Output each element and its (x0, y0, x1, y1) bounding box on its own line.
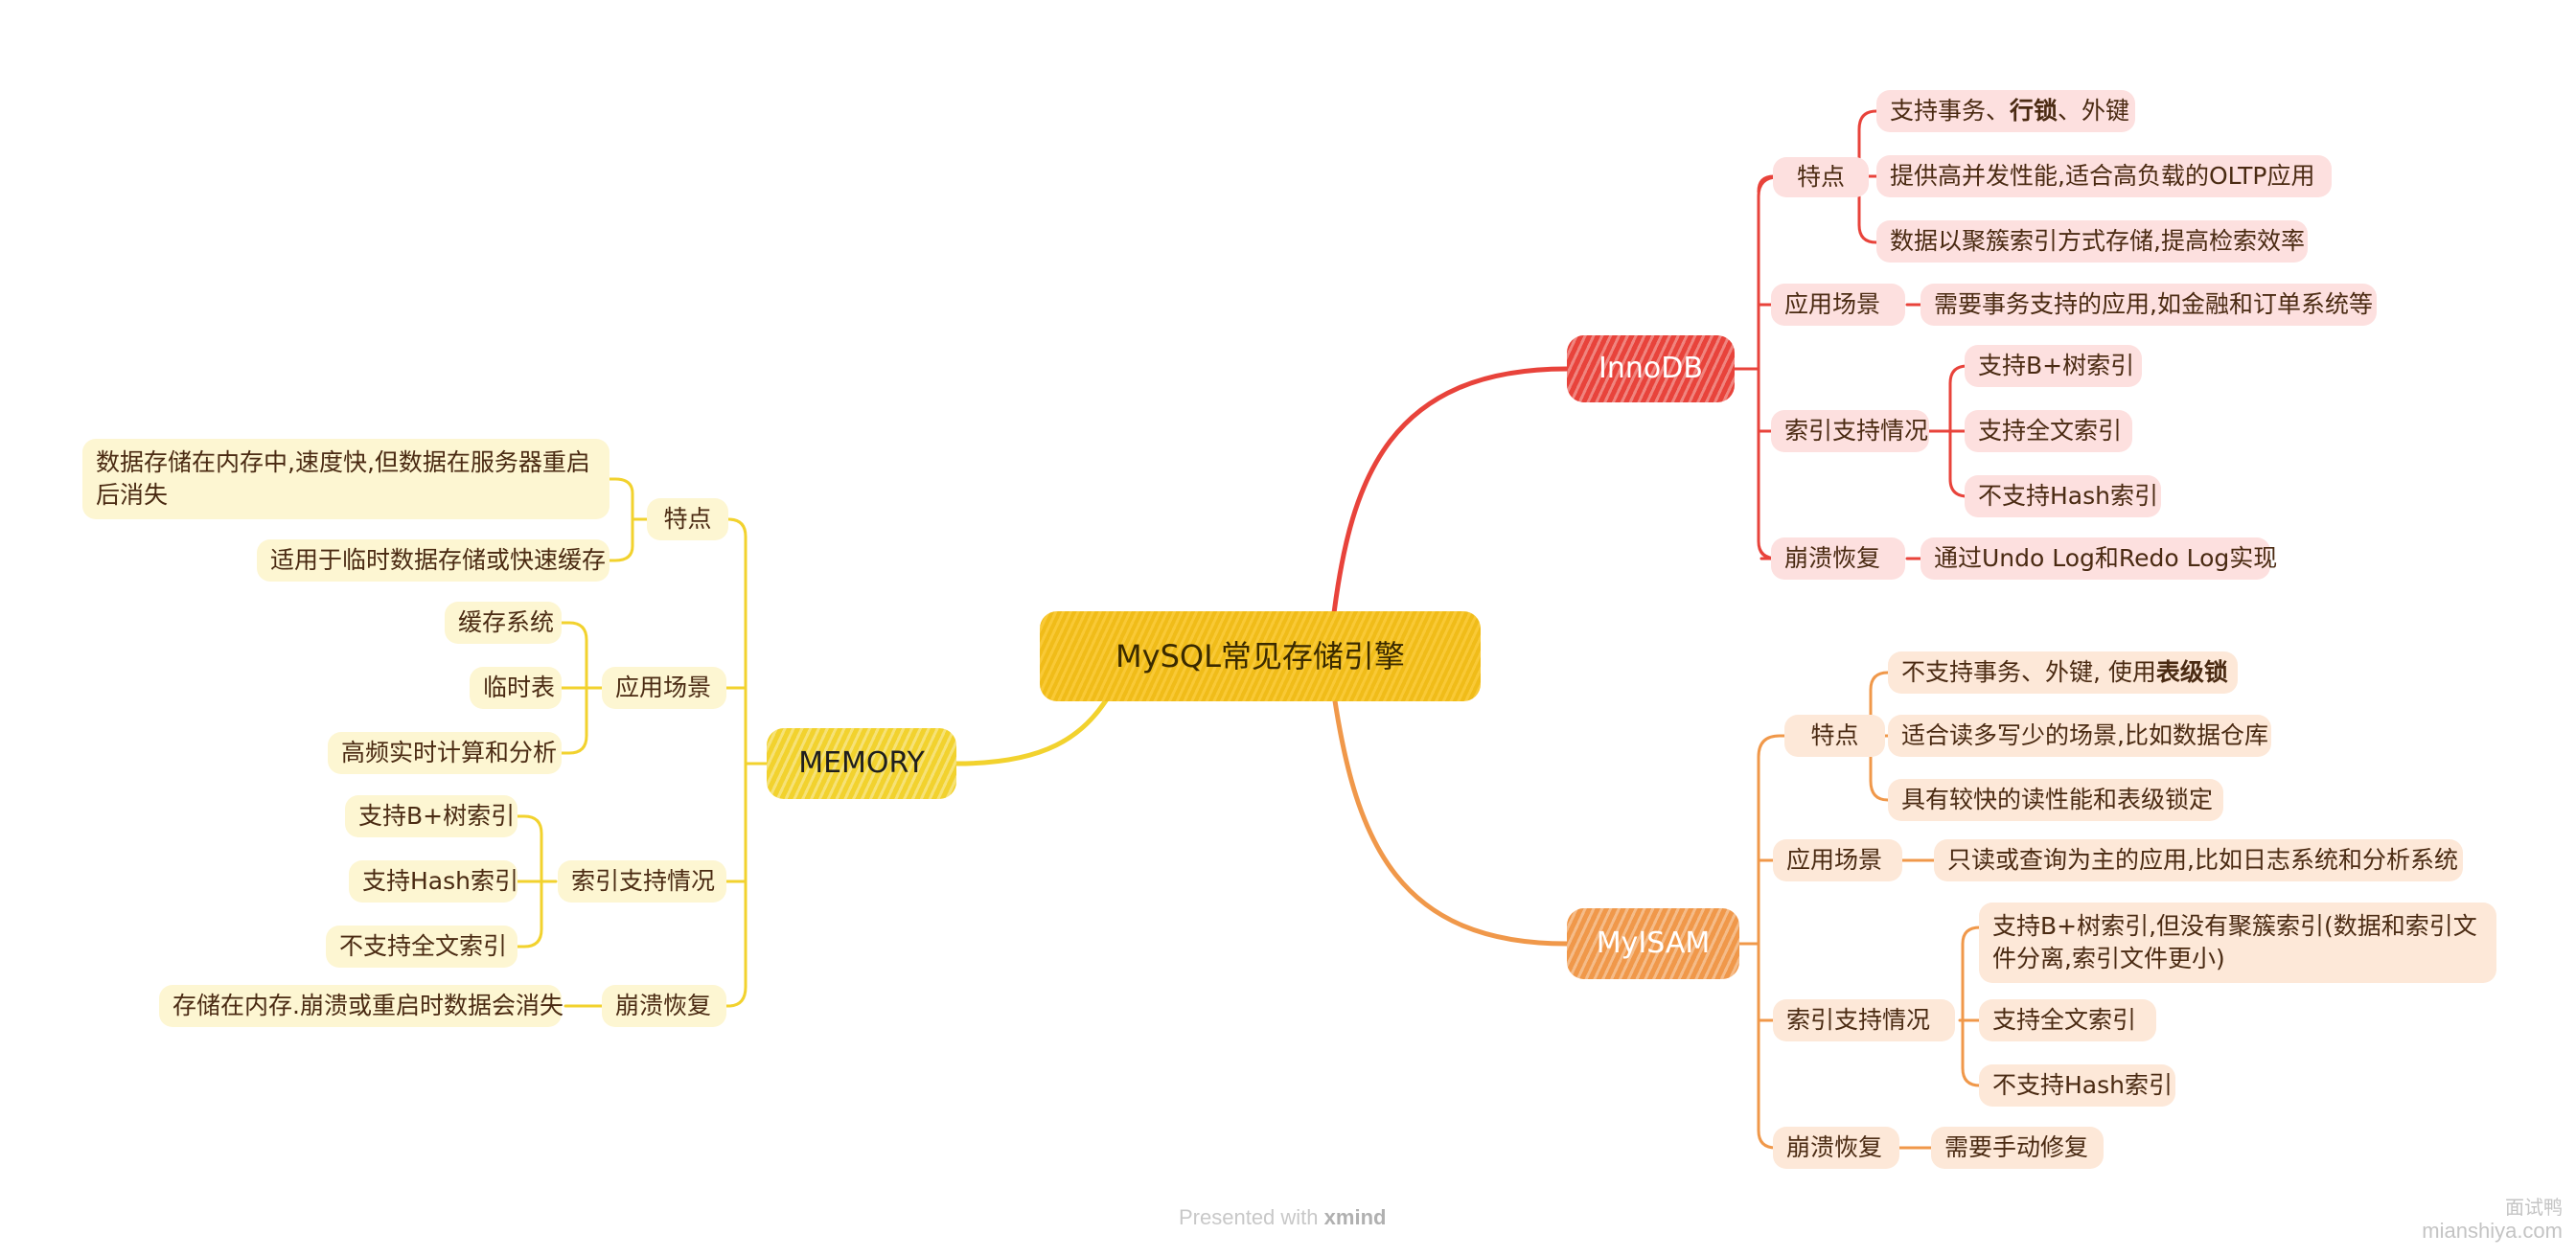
watermark-cn: 面试鸭 (2505, 1196, 2563, 1219)
myisam-feature-1[interactable]: 不支持事务、外键, 使用表级锁 (1888, 651, 2238, 694)
memory-node[interactable]: MEMORY (767, 728, 956, 799)
link-innodb-trunk (1733, 175, 1780, 560)
myisam-recovery-node[interactable]: 崩溃恢复 (1773, 1127, 1899, 1169)
myisam-index-1[interactable]: 支持B+树索引,但没有聚簇索引(数据和索引文件分离,索引文件更小) (1979, 903, 2496, 983)
innodb-index-2[interactable]: 支持全文索引 (1965, 410, 2132, 452)
myisam-recovery-1[interactable]: 需要手动修复 (1931, 1127, 2104, 1169)
presented-with-footer: Presented with xmind (1179, 1205, 1387, 1229)
root-node[interactable]: MySQL常见存储引擎 (1040, 611, 1481, 701)
myisam-feature-2[interactable]: 适合读多写少的场景,比如数据仓库 (1888, 715, 2271, 757)
innodb-feature-3[interactable]: 数据以聚簇索引方式存储,提高检索效率 (1876, 220, 2308, 263)
innodb-recovery-1[interactable]: 通过Undo Log和Redo Log实现 (1920, 537, 2277, 580)
memory-index-3[interactable]: 不支持全文索引 (326, 926, 518, 968)
memory-feature-2[interactable]: 适用于临时数据存储或快速缓存 (257, 539, 610, 582)
memory-scenario-3[interactable]: 高频实时计算和分析 (328, 732, 562, 774)
memory-index-2[interactable]: 支持Hash索引 (349, 860, 518, 903)
memory-scenario-1[interactable]: 缓存系统 (445, 602, 562, 644)
memory-scenario-node[interactable]: 应用场景 (602, 667, 726, 709)
innodb-features-node[interactable]: 特点 (1773, 157, 1869, 197)
link-root-innodb (1331, 366, 1570, 616)
memory-index-node[interactable]: 索引支持情况 (558, 860, 726, 903)
row-lock-text: 行锁 (2010, 97, 2058, 125)
watermark-url: mianshiya.com (2422, 1219, 2563, 1243)
table-lock-text: 表级锁 (2155, 658, 2228, 686)
memory-index-1[interactable]: 支持B+树索引 (345, 795, 518, 837)
innodb-node[interactable]: InnoDB (1567, 335, 1735, 402)
innodb-scenario-node[interactable]: 应用场景 (1771, 284, 1905, 326)
innodb-recovery-node[interactable]: 崩溃恢复 (1771, 537, 1905, 580)
innodb-feature-1[interactable]: 支持事务、行锁、外键 (1876, 90, 2135, 132)
myisam-index-2[interactable]: 支持全文索引 (1979, 999, 2156, 1041)
myisam-index-3[interactable]: 不支持Hash索引 (1979, 1064, 2175, 1107)
myisam-scenario-1[interactable]: 只读或查询为主的应用,比如日志系统和分析系统 (1934, 839, 2463, 881)
myisam-node[interactable]: MyISAM (1567, 908, 1739, 979)
memory-scenario-2[interactable]: 临时表 (470, 667, 562, 709)
memory-feature-1[interactable]: 数据存储在内存中,速度快,但数据在服务器重启后消失 (82, 439, 610, 519)
myisam-feature-3[interactable]: 具有较快的读性能和表级锁定 (1888, 779, 2223, 821)
myisam-scenario-node[interactable]: 应用场景 (1773, 839, 1902, 881)
innodb-feature-2[interactable]: 提供高并发性能,适合高负载的OLTP应用 (1876, 155, 2332, 197)
memory-recovery-1[interactable]: 存储在内存.崩溃或重启时数据会消失 (159, 985, 564, 1027)
innodb-index-1[interactable]: 支持B+树索引 (1965, 345, 2142, 387)
innodb-index-3[interactable]: 不支持Hash索引 (1965, 475, 2161, 517)
innodb-scenario-1[interactable]: 需要事务支持的应用,如金融和订单系统等 (1920, 284, 2377, 326)
memory-features-node[interactable]: 特点 (647, 498, 728, 540)
link-root-memory (954, 692, 1113, 766)
myisam-index-node[interactable]: 索引支持情况 (1773, 999, 1955, 1041)
root-label: MySQL常见存储引擎 (1116, 638, 1405, 674)
memory-recovery-node[interactable]: 崩溃恢复 (602, 985, 726, 1027)
xmind-brand: xmind (1323, 1205, 1387, 1229)
innodb-index-node[interactable]: 索引支持情况 (1771, 410, 1929, 452)
link-root-myisam (1331, 692, 1570, 947)
myisam-features-node[interactable]: 特点 (1784, 715, 1885, 757)
